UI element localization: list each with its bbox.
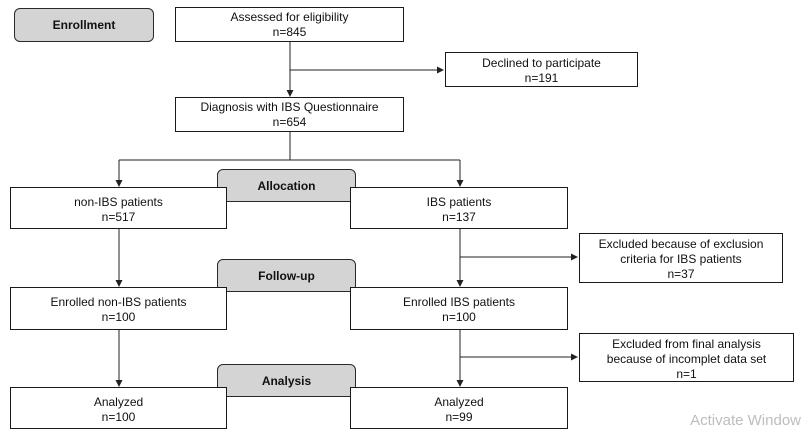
activation-watermark: Activate Window [690,412,801,429]
diagnosis-count: n=654 [272,115,307,129]
analyzed-ibs-count: n=99 [445,410,473,424]
ibs-count: n=137 [442,210,476,224]
box-non-ibs: non-IBS patients n=517 [10,187,227,229]
enrolled-ibs-count: n=100 [442,310,476,324]
declined-label: Declined to participate [482,56,601,70]
excluded-criteria-line2: criteria for IBS patients [620,252,742,266]
excluded-incomplete-count: n=1 [676,367,697,381]
box-ibs: IBS patients n=137 [350,187,568,229]
box-analyzed-non-ibs: Analyzed n=100 [10,387,227,429]
diagnosis-label: Diagnosis with IBS Questionnaire [200,100,379,114]
stage-followup: Follow-up [217,259,356,292]
box-excluded-incomplete: Excluded from final analysis because of … [579,333,794,382]
assessed-label: Assessed for eligibility [230,10,349,24]
non-ibs-count: n=517 [101,210,136,224]
analyzed-non-ibs-count: n=100 [101,410,136,424]
box-diagnosis: Diagnosis with IBS Questionnaire n=654 [175,97,404,132]
analyzed-ibs-label: Analyzed [434,395,484,409]
enrolled-non-ibs-label: Enrolled non-IBS patients [50,295,187,309]
stage-analysis: Analysis [217,364,356,397]
non-ibs-label: non-IBS patients [74,195,163,209]
analyzed-non-ibs-label: Analyzed [93,395,144,409]
excluded-criteria-line1: Excluded because of exclusion [598,237,764,251]
stage-enrollment: Enrollment [14,8,154,42]
enrolled-ibs-label: Enrolled IBS patients [402,295,516,309]
excluded-criteria-count: n=37 [667,267,695,281]
box-enrolled-ibs: Enrolled IBS patients n=100 [350,287,568,330]
box-excluded-criteria: Excluded because of exclusion criteria f… [579,233,783,283]
box-enrolled-non-ibs: Enrolled non-IBS patients n=100 [10,287,227,330]
excluded-incomplete-line2: because of incomplet data set [606,352,767,366]
box-assessed: Assessed for eligibility n=845 [175,7,404,42]
enrolled-non-ibs-count: n=100 [101,310,136,324]
assessed-count: n=845 [272,25,307,39]
box-analyzed-ibs: Analyzed n=99 [350,387,568,429]
stage-allocation: Allocation [217,169,356,202]
declined-count: n=191 [524,71,559,85]
excluded-incomplete-line1: Excluded from final analysis [612,337,761,351]
ibs-label: IBS patients [426,195,492,209]
box-declined: Declined to participate n=191 [445,52,638,87]
